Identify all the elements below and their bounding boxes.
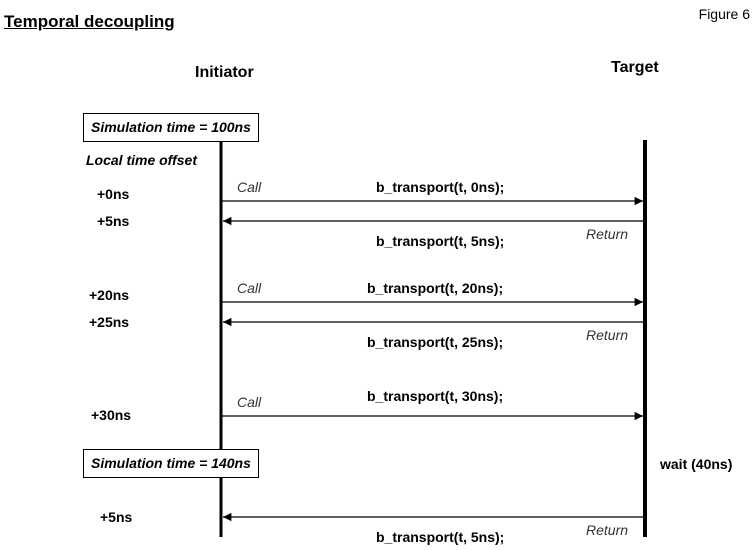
offset-5ns-after-wait: +5ns bbox=[100, 509, 133, 525]
local-time-offset-label: Local time offset bbox=[86, 152, 197, 168]
wait-label: wait (40ns) bbox=[660, 456, 733, 472]
call-label-3: Call bbox=[237, 394, 262, 410]
initiator-label: Initiator bbox=[195, 64, 254, 81]
offset-30ns: +30ns bbox=[91, 407, 132, 423]
offset-0ns: +0ns bbox=[97, 186, 130, 202]
return-message-3: b_transport(t, 5ns); bbox=[376, 529, 505, 545]
return-label-1: Return bbox=[586, 226, 629, 242]
call-message-3: b_transport(t, 30ns); bbox=[367, 388, 504, 404]
simulation-time-box-1: Simulation time = 100ns bbox=[83, 113, 259, 142]
diagram-title: Temporal decoupling bbox=[4, 12, 175, 31]
figure-label: Figure 6 bbox=[698, 6, 750, 22]
offset-25ns: +25ns bbox=[89, 314, 130, 330]
call-message-1: b_transport(t, 0ns); bbox=[376, 179, 505, 195]
return-message-2: b_transport(t, 25ns); bbox=[367, 334, 504, 350]
offset-5ns: +5ns bbox=[97, 213, 130, 229]
call-label-2: Call bbox=[237, 280, 262, 296]
offset-20ns: +20ns bbox=[89, 287, 130, 303]
simulation-time-box-2: Simulation time = 140ns bbox=[83, 449, 259, 478]
target-label: Target bbox=[611, 59, 659, 76]
call-message-2: b_transport(t, 20ns); bbox=[367, 280, 504, 296]
return-label-3: Return bbox=[586, 522, 629, 538]
call-label-1: Call bbox=[237, 179, 262, 195]
return-message-1: b_transport(t, 5ns); bbox=[376, 233, 505, 249]
return-label-2: Return bbox=[586, 327, 629, 343]
